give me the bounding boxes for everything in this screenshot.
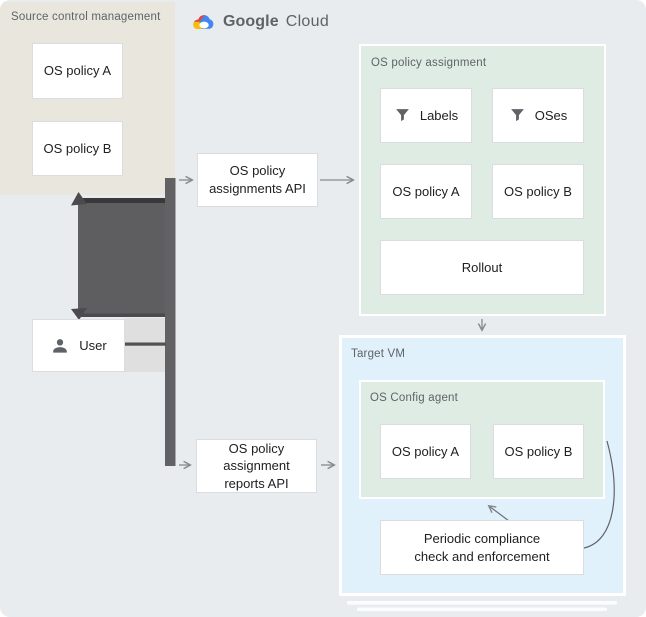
- os-policy-assignments-api-box: OS policy assignments API: [197, 153, 318, 207]
- source-os-policy-a-box: OS policy A: [32, 43, 123, 99]
- agent-os-policy-b-box: OS policy B: [493, 424, 584, 479]
- periodic-compliance-box: Periodic compliance check and enforcemen…: [380, 520, 584, 575]
- google-cloud-logo-icon: [190, 12, 216, 32]
- source-control-title: Source control management: [11, 11, 161, 23]
- filter-icon: [509, 107, 526, 124]
- oses-box: OSes: [492, 88, 584, 143]
- oses-label: OSes: [534, 107, 568, 123]
- rollout-box: Rollout: [380, 240, 584, 295]
- source-os-policy-b-box: OS policy B: [32, 121, 123, 176]
- os-config-agent-title: OS Config agent: [370, 392, 459, 404]
- assignment-os-policy-b-box: OS policy B: [492, 164, 584, 219]
- os-policy-assignment-reports-api-box: OS policy assignment reports API: [196, 439, 317, 493]
- user-label: User: [79, 337, 107, 353]
- logo-brand-text: Google: [223, 13, 279, 30]
- labels-label: Labels: [419, 107, 459, 123]
- google-cloud-logo: Google Cloud: [190, 12, 329, 32]
- person-icon: [50, 336, 70, 356]
- user-box: User: [32, 319, 125, 372]
- target-vm-title: Target VM: [351, 348, 406, 360]
- assignment-os-policy-a-box: OS policy A: [380, 164, 472, 219]
- agent-os-policy-a-box: OS policy A: [380, 424, 471, 479]
- logo-product-text: Cloud: [285, 13, 330, 30]
- filter-icon: [394, 107, 411, 124]
- os-policy-assignment-title: OS policy assignment: [371, 57, 487, 69]
- labels-box: Labels: [380, 88, 472, 143]
